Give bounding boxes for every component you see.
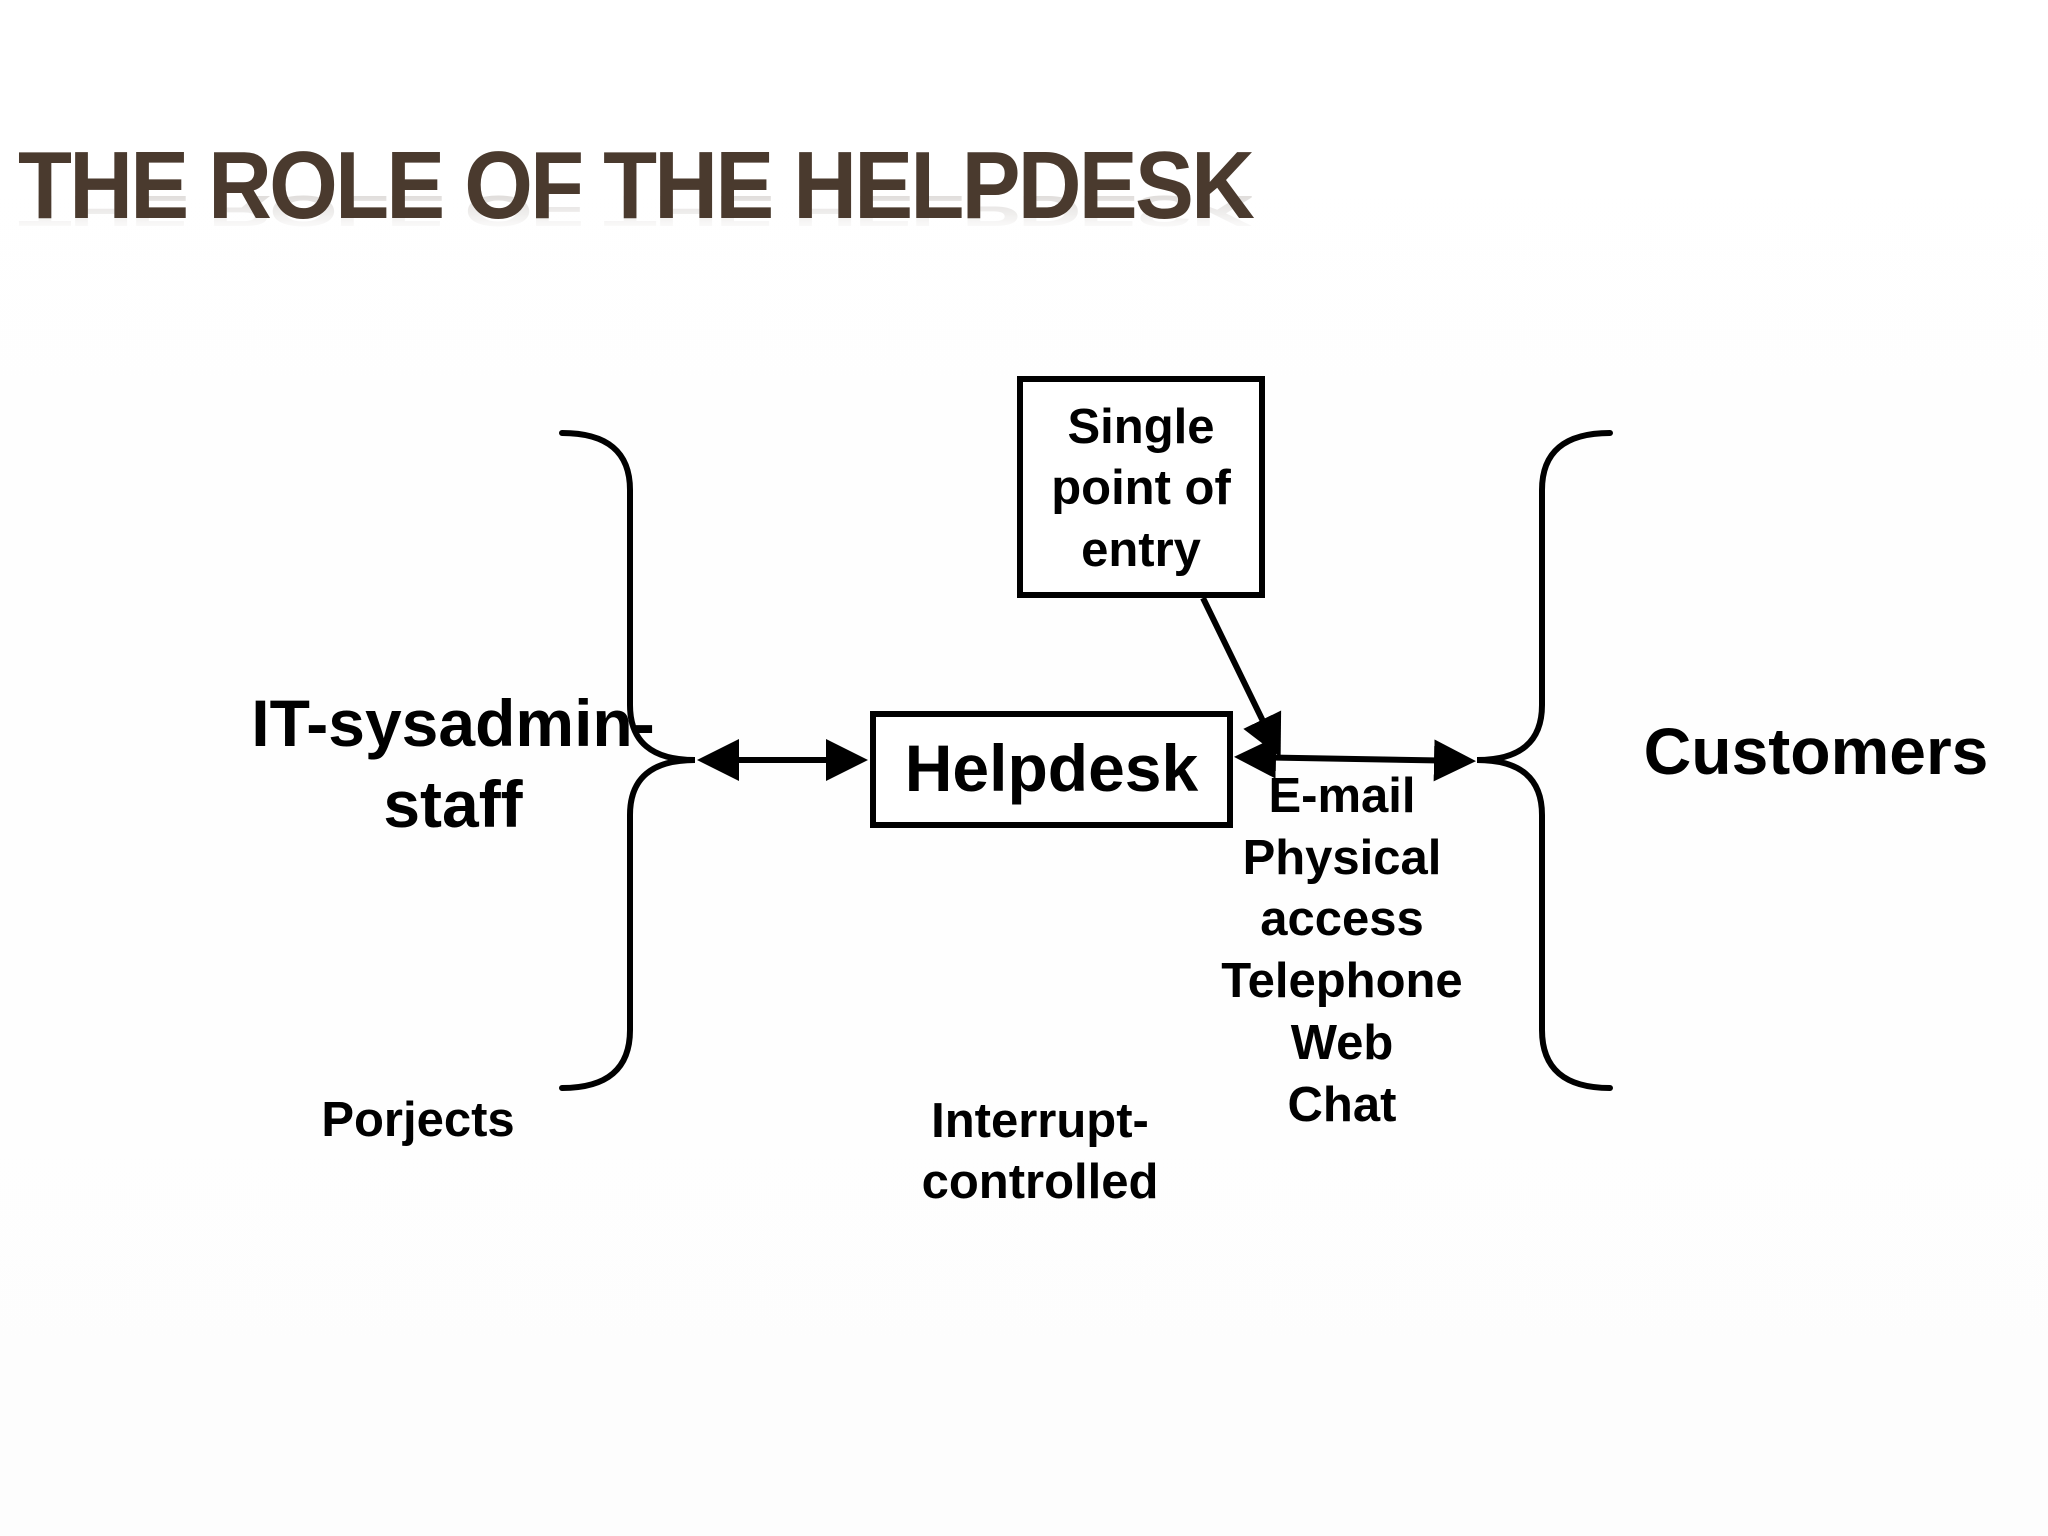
channel-item: Web (1290, 1015, 1394, 1070)
channel-list: E-mail Physical access Telephone Web Cha… (1198, 766, 1486, 1136)
it-sysadmin-staff-label: IT-sysadmin- staff (251, 686, 655, 841)
customers-label: Customers (1643, 714, 1989, 788)
channel-item: Telephone (1221, 954, 1463, 1009)
channel-item: E-mail (1268, 769, 1416, 823)
single-point-of-entry-box: Single point of entry (1017, 376, 1265, 598)
arrow-helpdesk-customers (1234, 736, 1476, 782)
right-brace (1476, 430, 1613, 1091)
channel-item: Chat (1287, 1077, 1397, 1132)
projects-caption: Porjects (321, 1093, 515, 1147)
channel-item: access (1260, 892, 1424, 947)
slide-title: THE ROLE OF THE HELPDESK (18, 132, 1255, 239)
arrow-entry-to-channel (1200, 596, 1282, 758)
left-brace (559, 430, 696, 1091)
channel-item: Physical (1242, 830, 1442, 885)
helpdesk-box: Helpdesk (870, 711, 1233, 828)
interrupt-controlled-caption: Interrupt- controlled (921, 1094, 1159, 1210)
